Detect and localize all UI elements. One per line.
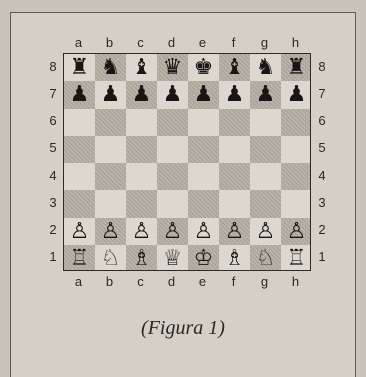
piece-c2: ♙ — [126, 218, 157, 245]
file-label-c-top: c — [125, 36, 156, 50]
square-a4 — [64, 163, 95, 190]
square-c4 — [126, 163, 157, 190]
square-h3 — [281, 190, 311, 217]
piece-f7: ♟ — [219, 81, 250, 108]
square-c3 — [126, 190, 157, 217]
rank-label-8-left: 8 — [47, 60, 59, 74]
square-e4 — [188, 163, 219, 190]
piece-f2: ♙ — [219, 218, 250, 245]
file-label-e-top: e — [187, 36, 218, 50]
file-label-g-top: g — [249, 36, 280, 50]
piece-f8: ♝ — [219, 54, 250, 81]
square-f5 — [219, 136, 250, 163]
square-e5 — [188, 136, 219, 163]
piece-d8: ♛ — [157, 54, 188, 81]
rank-label-6-left: 6 — [47, 114, 59, 128]
piece-b8: ♞ — [95, 54, 126, 81]
piece-b7: ♟ — [95, 81, 126, 108]
square-h6 — [281, 109, 311, 136]
file-label-g-bottom: g — [249, 275, 280, 289]
rank-label-2-left: 2 — [47, 223, 59, 237]
piece-a2: ♙ — [64, 218, 95, 245]
piece-e8: ♚ — [188, 54, 219, 81]
square-h4 — [281, 163, 311, 190]
rank-label-4-left: 4 — [47, 169, 59, 183]
piece-f1: ♗ — [219, 245, 250, 271]
piece-g2: ♙ — [250, 218, 281, 245]
square-f4 — [219, 163, 250, 190]
rank-label-5-right: 5 — [316, 141, 328, 155]
file-label-c-bottom: c — [125, 275, 156, 289]
file-label-f-bottom: f — [218, 275, 249, 289]
rank-label-3-right: 3 — [316, 196, 328, 210]
square-g3 — [250, 190, 281, 217]
piece-h2: ♙ — [281, 218, 311, 245]
square-c5 — [126, 136, 157, 163]
square-a3 — [64, 190, 95, 217]
square-a5 — [64, 136, 95, 163]
piece-g1: ♘ — [250, 245, 281, 271]
file-label-b-top: b — [94, 36, 125, 50]
square-d3 — [157, 190, 188, 217]
piece-h7: ♟ — [281, 81, 311, 108]
square-c6 — [126, 109, 157, 136]
piece-d2: ♙ — [157, 218, 188, 245]
file-label-h-top: h — [280, 36, 311, 50]
piece-b1: ♘ — [95, 245, 126, 271]
square-h5 — [281, 136, 311, 163]
piece-e1: ♔ — [188, 245, 219, 271]
square-b5 — [95, 136, 126, 163]
piece-a8: ♜ — [64, 54, 95, 81]
square-b6 — [95, 109, 126, 136]
square-f6 — [219, 109, 250, 136]
rank-label-1-left: 1 — [47, 250, 59, 264]
square-g6 — [250, 109, 281, 136]
piece-d1: ♕ — [157, 245, 188, 271]
square-e6 — [188, 109, 219, 136]
square-b4 — [95, 163, 126, 190]
square-b3 — [95, 190, 126, 217]
rank-label-8-right: 8 — [316, 60, 328, 74]
piece-c1: ♗ — [126, 245, 157, 271]
rank-label-7-left: 7 — [47, 87, 59, 101]
square-f3 — [219, 190, 250, 217]
rank-label-2-right: 2 — [316, 223, 328, 237]
chess-board: ♜♞♝♛♚♝♞♜♟♟♟♟♟♟♟♟♙♙♙♙♙♙♙♙♖♘♗♕♔♗♘♖ — [63, 53, 311, 271]
piece-a1: ♖ — [64, 245, 95, 271]
square-g5 — [250, 136, 281, 163]
square-d4 — [157, 163, 188, 190]
rank-label-5-left: 5 — [47, 141, 59, 155]
square-d6 — [157, 109, 188, 136]
square-d5 — [157, 136, 188, 163]
rank-label-6-right: 6 — [316, 114, 328, 128]
piece-h1: ♖ — [281, 245, 311, 271]
file-label-d-bottom: d — [156, 275, 187, 289]
rank-label-1-right: 1 — [316, 250, 328, 264]
file-label-f-top: f — [218, 36, 249, 50]
file-label-e-bottom: e — [187, 275, 218, 289]
piece-g8: ♞ — [250, 54, 281, 81]
piece-h8: ♜ — [281, 54, 311, 81]
square-a6 — [64, 109, 95, 136]
rank-label-3-left: 3 — [47, 196, 59, 210]
figure-caption: (Figura 1) — [0, 317, 366, 340]
piece-c7: ♟ — [126, 81, 157, 108]
piece-e2: ♙ — [188, 218, 219, 245]
file-label-a-bottom: a — [63, 275, 94, 289]
square-g4 — [250, 163, 281, 190]
square-e3 — [188, 190, 219, 217]
rank-label-4-right: 4 — [316, 169, 328, 183]
file-label-d-top: d — [156, 36, 187, 50]
piece-c8: ♝ — [126, 54, 157, 81]
piece-a7: ♟ — [64, 81, 95, 108]
file-label-h-bottom: h — [280, 275, 311, 289]
piece-d7: ♟ — [157, 81, 188, 108]
piece-e7: ♟ — [188, 81, 219, 108]
piece-g7: ♟ — [250, 81, 281, 108]
file-label-a-top: a — [63, 36, 94, 50]
rank-label-7-right: 7 — [316, 87, 328, 101]
piece-b2: ♙ — [95, 218, 126, 245]
file-label-b-bottom: b — [94, 275, 125, 289]
